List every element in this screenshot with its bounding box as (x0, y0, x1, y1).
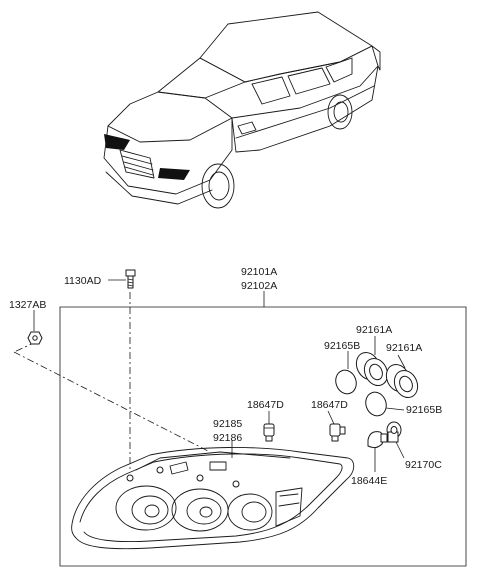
leader-92161A-right (397, 354, 406, 369)
leader-18647D-right (327, 410, 335, 425)
nut-icon (27, 331, 43, 345)
label-92165B-right: 92165B (406, 404, 442, 416)
socket-92170C-icon (386, 421, 402, 443)
label-92165B-left: 92165B (324, 340, 360, 352)
label-92102A: 92102A (241, 280, 277, 292)
car-illustration (103, 11, 381, 209)
label-92185: 92185 (213, 418, 242, 430)
bulb-18644E-icon (367, 431, 388, 449)
label-18647D-left: 18647D (247, 399, 284, 411)
screw-icon (125, 269, 136, 289)
bulb-cap-left-icon (355, 351, 389, 387)
dashed-leader-1327AB-b (13, 351, 211, 453)
bulb-cap-right-icon (385, 363, 419, 399)
leader-92170C (395, 441, 405, 459)
leader-92165B-right (385, 407, 405, 411)
label-18647D-right: 18647D (311, 399, 348, 411)
label-1130AD: 1130AD (64, 275, 102, 287)
o-ring-right-icon (365, 391, 387, 417)
headlamp-assembly-icon (71, 447, 355, 550)
bulb-18647D-right-icon (329, 423, 346, 442)
label-92186: 92186 (213, 432, 242, 444)
label-92161A-right: 92161A (386, 342, 422, 354)
part-labels: 1130AD 1327AB 92101A 92102A 92161A 92161… (9, 266, 442, 487)
label-1327AB: 1327AB (9, 299, 46, 311)
label-92170C: 92170C (405, 459, 442, 471)
bulb-18647D-left-icon (263, 423, 275, 442)
o-ring-left-icon (335, 369, 357, 395)
label-18644E: 18644E (351, 475, 387, 487)
label-92101A: 92101A (241, 266, 277, 278)
assembly-frame (59, 291, 467, 567)
label-92161A-left: 92161A (356, 324, 392, 336)
